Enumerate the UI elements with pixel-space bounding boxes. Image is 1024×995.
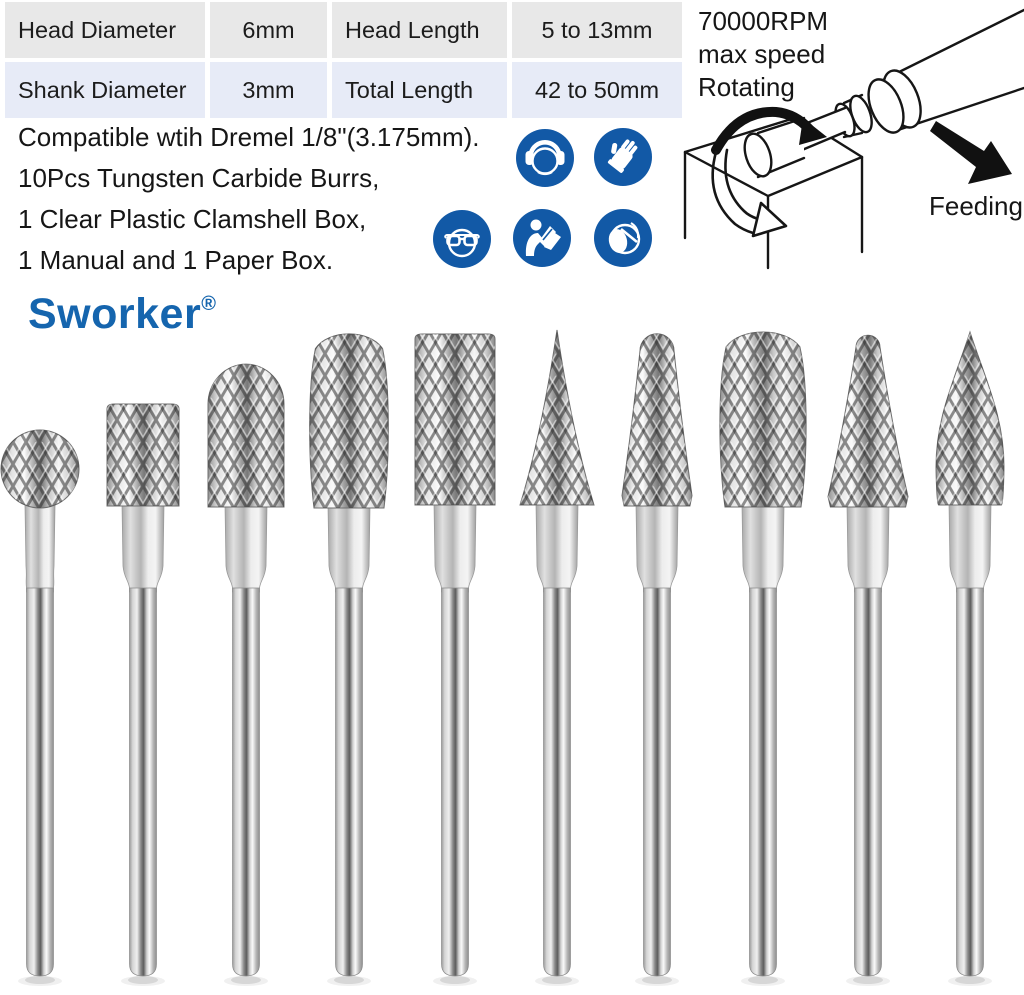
- spec-value: 6mm: [210, 2, 327, 58]
- burr-round-nose-cylinder: [207, 363, 285, 986]
- wear-ear-protection-icon: [515, 128, 575, 188]
- read-instruction-manual-icon: [512, 208, 572, 268]
- rpm-value: 70000RPM: [698, 6, 829, 36]
- burr-oval-egg: [719, 331, 807, 986]
- spec-value: 42 to 50mm: [512, 62, 682, 118]
- spec-label: Shank Diameter: [5, 62, 205, 118]
- brand-name: Sworker: [28, 290, 202, 338]
- rotary-tool-diagram: [683, 8, 1024, 270]
- burr-taper-round-tip: [827, 334, 909, 986]
- max-speed-label: max speed: [698, 39, 826, 69]
- burr-round-nose-taper: [621, 333, 693, 986]
- product-description: Compatible wtih Dremel 1/8"(3.175mm). 10…: [18, 117, 480, 281]
- spec-label: Total Length: [332, 62, 507, 118]
- burr-pointed-cone: [519, 329, 595, 986]
- burr-pointed-tree: [935, 330, 1005, 986]
- description-line: 10Pcs Tungsten Carbide Burrs,: [18, 163, 380, 193]
- registered-trademark: ®: [201, 293, 217, 315]
- wear-dust-mask-icon: [593, 208, 653, 268]
- rotating-label: Rotating: [698, 72, 795, 102]
- spec-table: Head Diameter 6mm Head Length 5 to 13mm …: [5, 2, 682, 118]
- rotation-arrow: [711, 106, 827, 238]
- spec-value: 5 to 13mm: [512, 2, 682, 58]
- rotary-tool-body: [867, 8, 1024, 134]
- burr-small-cylinder: [106, 403, 180, 986]
- burr-arc-round-nose: [309, 333, 389, 986]
- spec-value: 3mm: [210, 62, 327, 118]
- burr-flat-end-cylinder: [414, 333, 496, 986]
- wear-protective-gloves-icon: [593, 127, 653, 187]
- spec-label: Head Diameter: [5, 2, 205, 58]
- burr-ball: [0, 429, 80, 986]
- spec-label: Head Length: [332, 2, 507, 58]
- feeding-label: Feeding: [929, 191, 1023, 221]
- description-line: 1 Clear Plastic Clamshell Box,: [18, 204, 367, 234]
- wear-eye-protection-icon: [432, 209, 492, 269]
- burr-bit: [743, 116, 806, 179]
- rpm-label: 70000RPM max speed Rotating: [698, 5, 828, 104]
- feeding-arrow: [930, 121, 1012, 184]
- brand-logo: Sworker®: [28, 290, 216, 339]
- description-line: Compatible wtih Dremel 1/8"(3.175mm).: [18, 122, 480, 152]
- description-line: 1 Manual and 1 Paper Box.: [18, 245, 334, 275]
